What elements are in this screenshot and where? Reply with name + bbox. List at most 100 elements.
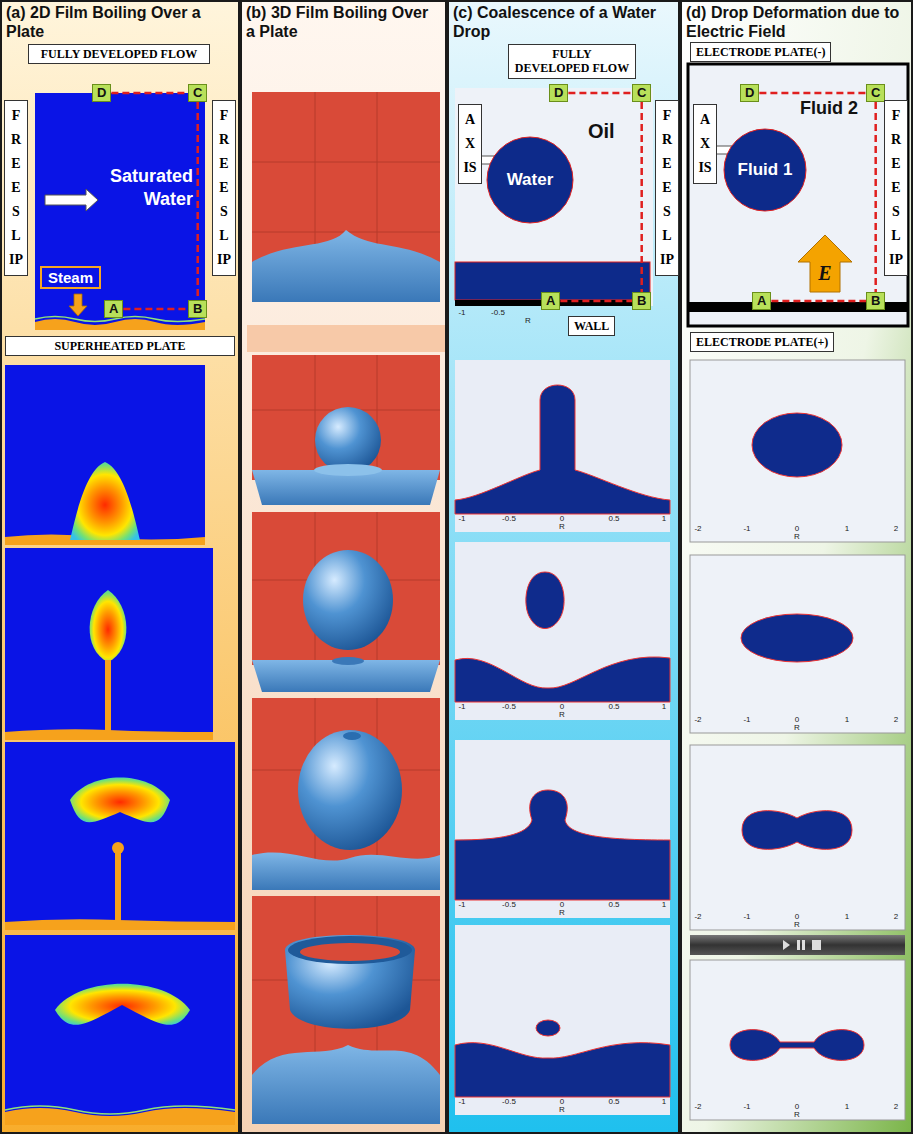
- axis-tick: 2: [894, 525, 898, 533]
- axis-tick: -1: [458, 702, 465, 711]
- node-text: C: [637, 85, 646, 100]
- axis-tick: 0: [795, 525, 799, 533]
- axis-tick: -2: [694, 716, 701, 724]
- axis-tick: 2: [894, 716, 898, 724]
- axis-tick: -1: [743, 525, 750, 533]
- node-text: Fluid 1: [738, 160, 793, 180]
- axis-tick: -1: [458, 1098, 465, 1106]
- axis-tick: -0.5: [491, 309, 505, 317]
- axis-tick: -2: [694, 524, 701, 533]
- axis-tick: 0.5: [608, 703, 619, 711]
- boundary-line: [640, 102, 643, 292]
- axis-tick: 1: [662, 1098, 666, 1106]
- panel-heading: (a) 2D Film Boiling Over a Plate: [0, 0, 240, 44]
- axis-tick: 1: [662, 514, 666, 523]
- node-text: WALL: [574, 319, 609, 333]
- node-text: C: [871, 85, 880, 100]
- boundary-callout: FREE SLIP: [884, 100, 908, 276]
- axis-tick: 1: [662, 1097, 666, 1106]
- drop-outline: [487, 137, 573, 223]
- axis-tick: 0.5: [608, 900, 619, 909]
- domain-label: Saturated Water: [110, 166, 193, 209]
- boundary-callout: FULLY DEVELOPED FLOW: [508, 44, 636, 79]
- axis-title: R: [559, 711, 565, 719]
- axis-tick: -1: [458, 901, 465, 909]
- axis-title: R: [559, 909, 565, 917]
- axis-title: R: [559, 1105, 565, 1114]
- axis-tick: -2: [694, 912, 701, 921]
- node-text: ELECTRODE PLATE(+): [696, 335, 828, 349]
- axis-tick: -1: [458, 1097, 465, 1106]
- axis-tick: 0: [560, 1098, 564, 1106]
- axis-tick: 1: [845, 716, 849, 724]
- axis-tick: -1: [743, 1103, 750, 1111]
- node-text: C: [193, 85, 202, 100]
- boundary-line: [771, 300, 866, 303]
- boundary-line: [123, 308, 188, 311]
- axis-title: R: [559, 522, 565, 531]
- boundary-callout: FREE SLIP: [212, 100, 236, 276]
- axis-tick: -0.5: [491, 308, 505, 317]
- panel: (d) Drop Deformation due to Electric Fie…: [680, 0, 913, 1134]
- boundary-callout: AXIS: [458, 104, 482, 184]
- axis-tick: 1: [845, 715, 849, 724]
- axis-tick: 0.5: [608, 515, 619, 523]
- axis-tick: 0.5: [608, 901, 619, 909]
- node-text: FULLY DEVELOPED FLOW: [515, 47, 629, 75]
- axis-tick: -1: [458, 703, 465, 711]
- axis-tick: 0: [560, 900, 564, 909]
- axis-title: R: [525, 316, 531, 325]
- axis-tick: -1: [458, 515, 465, 523]
- corner-marker: D: [92, 84, 111, 102]
- axis-tick: -0.5: [502, 901, 516, 909]
- panel-heading: (d) Drop Deformation due to Electric Fie…: [680, 0, 913, 44]
- fluid-label: Fluid 2: [800, 98, 858, 119]
- node-text: ELECTRODE PLATE(-): [696, 45, 825, 59]
- fluid-label: Oil: [588, 120, 615, 142]
- node-text: D: [97, 85, 106, 100]
- axis-tick: -1: [743, 715, 750, 724]
- axis-tick: 1: [845, 912, 849, 921]
- node-text: A: [757, 293, 766, 308]
- fluid-label: Fluid 2: [800, 98, 858, 118]
- axis-title: R: [794, 724, 800, 732]
- axis-tick: 0: [560, 1097, 564, 1106]
- axis-title: R: [794, 723, 800, 732]
- node-text: AXIS: [698, 108, 712, 180]
- domain-label: Saturated Water: [103, 165, 193, 210]
- axis-tick: -1: [743, 716, 750, 724]
- axis-tick: -0.5: [502, 900, 516, 909]
- node-text: FREE SLIP: [889, 104, 903, 272]
- axis-tick: 1: [845, 1102, 849, 1111]
- axis-tick: -0.5: [502, 702, 516, 711]
- axis-tick: -1: [743, 524, 750, 533]
- boundary-callout: FREE SLIP: [655, 100, 679, 276]
- axis-tick: -1: [458, 900, 465, 909]
- boundary-line: [111, 92, 188, 95]
- corner-marker: B: [866, 292, 885, 310]
- axis-title: R: [794, 1110, 800, 1119]
- node-text: Water: [507, 170, 554, 190]
- axis-tick: -0.5: [502, 1097, 516, 1106]
- corner-marker: D: [740, 84, 759, 102]
- electrode-callout: ELECTRODE PLATE(-): [690, 42, 831, 62]
- node-text: FREE SLIP: [217, 104, 231, 272]
- corner-marker: A: [541, 292, 560, 310]
- node-text: SUPERHEATED PLATE: [54, 339, 185, 353]
- axis-tick: 1: [845, 524, 849, 533]
- axis-tick: 1: [662, 703, 666, 711]
- axis-title: R: [559, 710, 565, 719]
- field-symbol: E: [818, 262, 831, 285]
- axis-tick: 0: [560, 514, 564, 523]
- axis-tick: 0: [795, 715, 799, 724]
- axis-tick: 2: [894, 715, 898, 724]
- axis-title: R: [794, 533, 800, 541]
- axis-tick: 0.5: [608, 1098, 619, 1106]
- boundary-line: [568, 92, 632, 95]
- axis-title: R: [794, 532, 800, 541]
- axis-tick: -1: [458, 308, 465, 317]
- axis-tick: 0: [560, 901, 564, 909]
- axis-tick: 0.5: [608, 1097, 619, 1106]
- axis-tick: 1: [662, 900, 666, 909]
